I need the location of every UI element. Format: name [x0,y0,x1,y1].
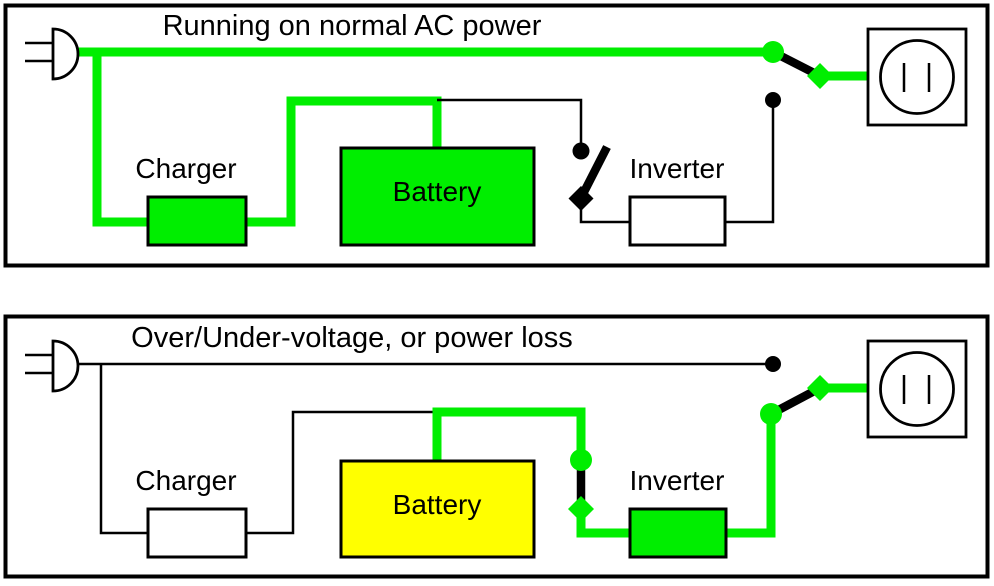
panel-title: Running on normal AC power [163,10,542,42]
ac-plug-icon [25,27,80,81]
idle-wires [75,362,773,535]
battery-switch-open [568,142,611,211]
inverter-output-wire [723,417,776,538]
battery-switch-closed [568,449,594,522]
charger-label: Charger [135,465,236,496]
transfer-switch-ac-position [762,41,833,108]
inverter-box [628,507,728,559]
panel-normal-ac-power: Running on normal AC power Charger Batte… [3,3,990,268]
charger-box [146,507,248,559]
battery-label: Battery [393,176,482,207]
ac-contact-node-icon [762,41,784,63]
charger-box [146,195,248,247]
panel-title: Over/Under-voltage, or power loss [131,322,573,354]
switch-contact-node-icon [570,449,592,471]
battery-box [339,146,536,247]
charger-to-battery-wire [244,410,437,535]
charger-to-battery-wire [244,96,442,227]
switch-lever-icon [579,145,611,196]
inverter-output-wire [723,106,775,224]
switch-contact-dot-icon [572,142,590,160]
power-outlet-icon [866,27,968,127]
battery-box [339,459,536,559]
energized-wires [75,47,870,227]
switch-pole-diamond-icon [807,63,833,89]
charger-input-wire [99,364,150,535]
ac-plug-icon [25,339,80,393]
inverter-label: Inverter [630,465,725,496]
battery-label: Battery [393,489,482,520]
inverter-box [628,195,727,247]
panel-power-loss: Over/Under-voltage, or power loss Charge… [3,314,990,579]
switch-pole-diamond-icon [568,496,594,522]
switch-pole-diamond-icon [568,186,594,211]
switch-pole-diamond-icon [807,375,833,401]
ac-contact-dot-icon [765,356,781,372]
power-outlet-icon [866,339,968,439]
inverter-label: Inverter [630,153,725,184]
inverter-contact-node-icon [760,403,782,425]
battery-to-switch-wire [437,98,583,143]
transfer-switch-inverter-position [760,356,833,425]
charger-label: Charger [135,153,236,184]
inverter-contact-dot-icon [765,92,781,108]
battery-to-switch-wire [432,407,586,464]
charger-input-wire [92,50,150,227]
